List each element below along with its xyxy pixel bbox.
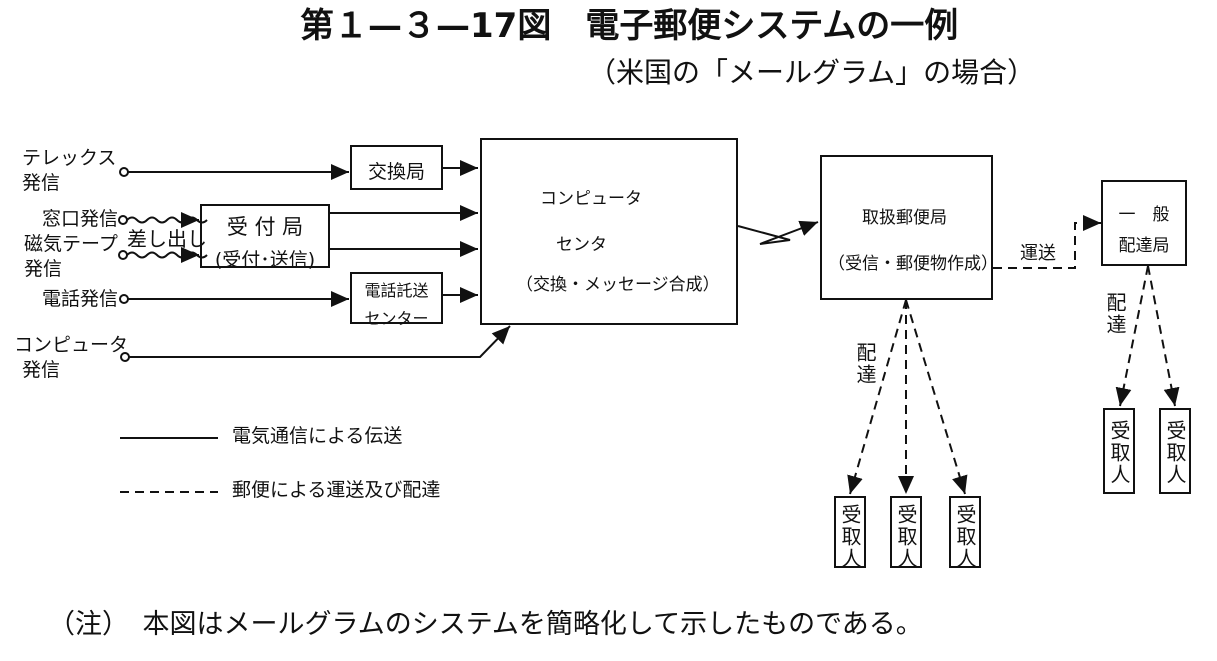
computer-center-box: コンピュータ センタ （交換・メッセージ合成） <box>480 138 738 325</box>
delivery-label-1: 配達 <box>853 342 877 386</box>
magtape-label-line2: 発信 <box>24 258 63 280</box>
phone-center-label-line2: センター <box>364 309 429 328</box>
legend-solid-label: 電気通信による伝送 <box>232 425 403 447</box>
delivery-label-2: 配達 <box>1103 292 1127 336</box>
recipient-box-3: 受取人 <box>949 496 981 570</box>
telex-label-line2: 発信 <box>22 172 61 194</box>
window-label: 窓口発信 <box>42 208 119 230</box>
window-terminal <box>118 215 128 225</box>
transport-label: 運送 <box>1020 243 1056 264</box>
reception-box: 受 付 局 (受付･送信) <box>200 204 330 271</box>
figure-subtitle: （米国の「メールグラム」の場合） <box>588 56 1036 89</box>
telecom-zigzag-line <box>737 220 819 245</box>
exchange-label: 交換局 <box>367 161 425 183</box>
recipient-box-1: 受取人 <box>834 496 866 570</box>
reception-label-line1: 受 付 局 <box>226 215 304 239</box>
handling-office-label-line1: 取扱郵便局 <box>862 208 947 228</box>
exchange-box: 交換局 <box>350 145 443 190</box>
recipient-box-5: 受取人 <box>1159 408 1191 494</box>
recipient-label-4: 受取人 <box>1107 420 1131 486</box>
legend-dashed-label: 郵便による運送及び配達 <box>232 479 441 501</box>
phone-center-box: 電話託送 センター <box>350 272 443 328</box>
general-office-box: 一 般 配達局 <box>1101 180 1187 266</box>
figure-title: 第１—３—17図 電子郵便システムの一例 <box>300 6 959 46</box>
delivery-line-1 <box>847 299 907 495</box>
delivery-line-5 <box>1147 265 1180 407</box>
computer-center-label-line3: （交換・メッセージ合成） <box>516 275 720 295</box>
telex-terminal <box>119 167 129 177</box>
recipient-box-2: 受取人 <box>890 496 922 570</box>
magtape-terminal <box>118 250 128 260</box>
recipient-label-1: 受取人 <box>838 504 862 570</box>
figure-note: （注） 本図はメールグラムのシステムを簡略化して示したものである。 <box>48 609 923 640</box>
delivery-line-3 <box>905 299 968 495</box>
sashidashi-label: 差し出し <box>127 227 207 251</box>
recipient-label-5: 受取人 <box>1163 420 1187 486</box>
recipient-label-3: 受取人 <box>953 504 977 570</box>
transport-dashed-line <box>993 215 1101 269</box>
handling-office-label-line2: （受信・郵便物作成） <box>828 254 998 274</box>
computer-center-label-line1: コンピュータ <box>540 189 642 209</box>
delivery-line-4 <box>1115 265 1149 407</box>
computer-label-line2: 発信 <box>22 359 61 381</box>
reception-label-line2: (受付･送信) <box>214 249 316 271</box>
handling-office-box: 取扱郵便局 （受信・郵便物作成） <box>820 155 998 300</box>
recipient-label-2: 受取人 <box>894 504 918 570</box>
computer-to-center-line <box>129 325 511 358</box>
telex-label-line1: テレックス <box>22 147 117 169</box>
phone-center-label-line1: 電話託送 <box>364 281 429 300</box>
recipient-box-4: 受取人 <box>1103 408 1135 494</box>
general-office-label-line1: 一 般 <box>1118 205 1170 225</box>
computer-center-label-line2: センタ <box>556 235 607 255</box>
phone-label: 電話発信 <box>42 288 119 310</box>
computer-label-line1: コンピュータ <box>14 334 129 356</box>
general-office-label-line2: 配達局 <box>1118 236 1170 256</box>
magtape-label-line1: 磁気テープ <box>24 233 118 255</box>
phone-terminal <box>119 294 129 304</box>
